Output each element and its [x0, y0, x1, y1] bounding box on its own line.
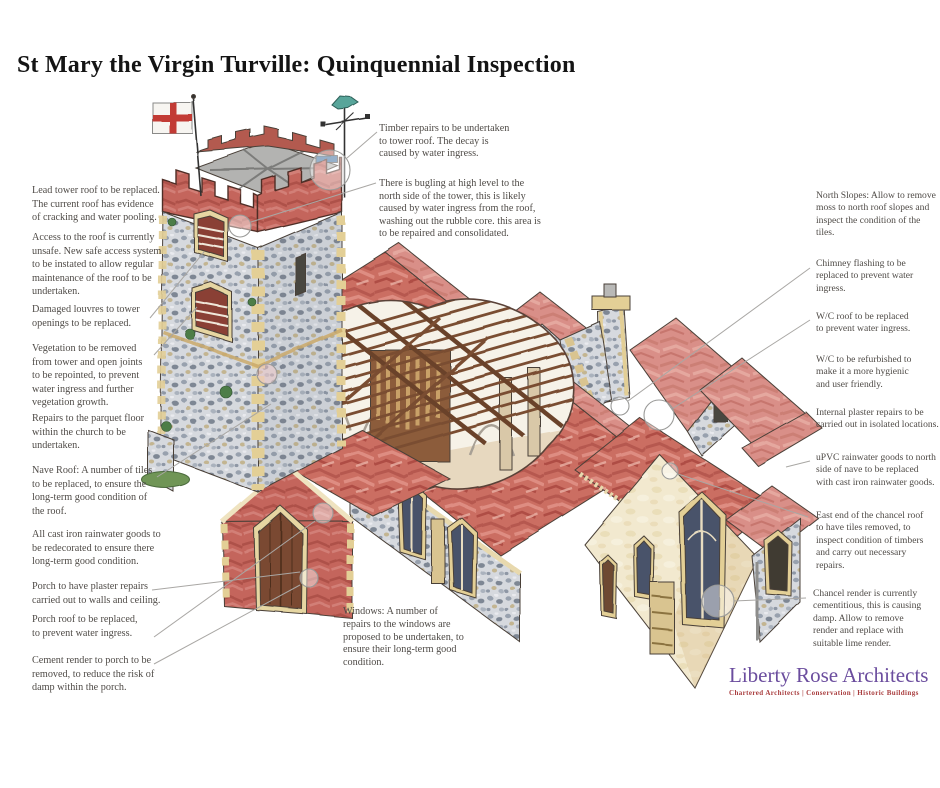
note-chimney-flashing: Chimney flashing to be replaced to preve…: [816, 258, 914, 294]
leader-lines: [149, 131, 811, 665]
note-porch-plaster: Porch to have plaster repairs carried ou…: [32, 581, 161, 606]
leader-tower-louvres: [149, 251, 205, 319]
note-tower-bulging: There is bugling at high level to the no…: [379, 178, 541, 240]
chancel-south-window: [633, 535, 655, 601]
note-upvc-rainwater: uPVC rainwater goods to north side of na…: [816, 452, 936, 488]
callout-marker-chancel-render: [701, 584, 735, 618]
leader-vegetation: [153, 306, 198, 356]
church-drawing: [141, 93, 823, 689]
note-cement-render: Cement render to porch to be removed, to…: [32, 655, 155, 694]
priest-door: [599, 554, 618, 619]
grass: [141, 471, 191, 489]
note-internal-plaster: Internal plaster repairs to be carried o…: [816, 407, 939, 431]
note-wc-refurbish: W/C to be refurbished to make it a more …: [816, 354, 912, 390]
callout-markers: [228, 149, 735, 618]
leader-chimney-flashing: [627, 267, 811, 402]
note-windows: Windows: A number of repairs to the wind…: [343, 606, 464, 669]
callout-marker-porch-roof: [312, 502, 334, 524]
porch-door: [253, 505, 309, 615]
gable-coping: [564, 336, 604, 430]
wall-buttress: [431, 519, 446, 585]
leader-chancel-render: [733, 597, 807, 602]
architect-logo: Liberty Rose Architects Chartered Archit…: [729, 663, 934, 698]
leader-porch-plaster: [151, 571, 301, 591]
callout-marker-nave-roof: [256, 363, 278, 385]
note-porch-roof: Porch roof to be replaced, to prevent wa…: [32, 614, 138, 639]
bird-weathervane-icon: [320, 95, 370, 198]
note-parquet-floor: Repairs to the parquet floor within the …: [32, 413, 145, 452]
note-nave-roof: Nave Roof: A number of tiles to be repla…: [32, 465, 153, 517]
leader-tower-bulging: [250, 182, 377, 223]
leader-porch-roof: [153, 520, 316, 638]
east-end: [725, 485, 819, 644]
note-chancel-render: Chancel render is currently cementitious…: [813, 588, 922, 649]
note-tower-timber: Timber repairs to be undertaken to tower…: [379, 123, 510, 160]
callout-marker-porch-base: [299, 568, 319, 588]
chancel-east-window: [678, 491, 727, 629]
callout-marker-tower-roof: [309, 149, 351, 191]
st-george-flag: [151, 93, 202, 197]
callout-marker-upvc: [661, 462, 679, 480]
callout-marker-wc-roof: [643, 399, 675, 431]
tower-louvre: [191, 281, 233, 343]
note-lead-tower-roof: Lead tower roof to be replaced. The curr…: [32, 185, 160, 224]
leader-nave-roof: [156, 403, 272, 478]
callout-marker-chimney: [610, 396, 630, 416]
tower-louvre: [193, 209, 229, 263]
chancel-buttress: [649, 581, 675, 655]
logo-tagline: Chartered Architects | Conservation | Hi…: [729, 689, 919, 697]
north-east-roofs: [699, 357, 823, 467]
note-tower-louvres: Damaged louvres to tower openings to be …: [32, 304, 140, 329]
note-vegetation: Vegetation to be removed from tower and …: [32, 343, 143, 409]
leader-tower-timber: [346, 131, 378, 159]
leader-wc-roof: [671, 319, 811, 410]
tower-slit-window: [295, 253, 307, 297]
tower-vegetation: [160, 217, 257, 432]
leader-east-end: [677, 473, 809, 518]
logo-name: Liberty Rose Architects: [729, 663, 929, 687]
note-wc-roof: W/C roof to be replaced to prevent water…: [816, 311, 911, 335]
callout-marker-tower-north: [228, 214, 252, 238]
note-chancel-east-end: East end of the chancel roof to have til…: [816, 510, 924, 571]
leader-upvc: [785, 460, 811, 468]
note-rainwater-goods: All cast iron rainwater goods to be rede…: [32, 529, 161, 568]
leader-cement-render: [153, 584, 301, 665]
nave-window: [447, 517, 478, 599]
note-roof-access: Access to the roof is currently unsafe. …: [32, 232, 162, 298]
note-north-slopes: North Slopes: Allow to remove moss to no…: [816, 190, 936, 239]
chancel: [574, 417, 776, 689]
page-title: St Mary the Virgin Turville: Quinquennia…: [17, 52, 576, 78]
